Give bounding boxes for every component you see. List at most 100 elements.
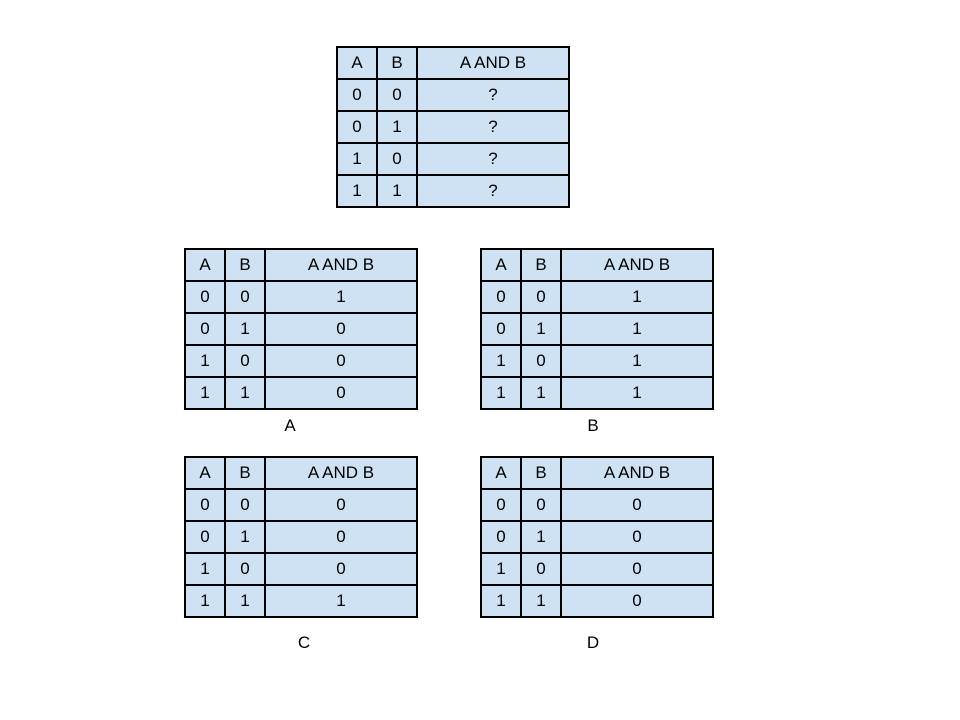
table-header-row: A B A AND B [480,456,714,490]
cell-b: 0 [224,344,266,378]
cell-result: ? [416,142,570,176]
option-c-label: C [297,633,311,652]
cell-b: 0 [224,280,266,314]
header-b: B [224,456,266,490]
cell-result: 0 [560,520,714,554]
cell-a: 0 [184,280,226,314]
header-b: B [224,248,266,282]
cell-result: 1 [560,344,714,378]
cell-a: 1 [480,376,522,410]
cell-a: 0 [336,110,378,144]
cell-b: 1 [224,520,266,554]
option-b-truth-table[interactable]: A B A AND B 0 0 1 0 1 1 1 0 1 1 1 1 [480,248,714,410]
cell-b: 0 [376,142,418,176]
header-b: B [520,248,562,282]
cell-result: 0 [264,344,418,378]
header-a-and-b: A AND B [416,46,570,80]
cell-b: 0 [520,280,562,314]
cell-result: 0 [264,312,418,346]
table-row: 1 0 0 [480,552,714,586]
cell-b: 1 [520,584,562,618]
table-row: 0 1 1 [480,312,714,346]
table-row: 0 1 0 [184,520,418,554]
option-a-label: A [284,416,296,435]
cell-b: 0 [224,552,266,586]
cell-a: 1 [184,344,226,378]
header-a: A [480,456,522,490]
option-c-truth-table[interactable]: A B A AND B 0 0 0 0 1 0 1 0 0 1 1 1 [184,456,418,618]
question-truth-table: A B A AND B 0 0 ? 0 1 ? 1 0 ? 1 1 ? [336,46,570,208]
cell-b: 0 [376,78,418,112]
cell-b: 1 [224,584,266,618]
option-b-label: B [587,416,599,435]
option-d-truth-table[interactable]: A B A AND B 0 0 0 0 1 0 1 0 0 1 1 0 [480,456,714,618]
cell-b: 0 [520,552,562,586]
cell-result: 0 [560,552,714,586]
header-a-and-b: A AND B [560,248,714,282]
option-a-truth-table[interactable]: A B A AND B 0 0 1 0 1 0 1 0 0 1 1 0 [184,248,418,410]
header-b: B [376,46,418,80]
option-d-label: D [586,633,600,652]
table-row: 0 0 1 [184,280,418,314]
table-row: 1 1 0 [184,376,418,410]
cell-a: 0 [480,280,522,314]
table-row: 1 0 0 [184,344,418,378]
cell-a: 1 [480,344,522,378]
table-header-row: A B A AND B [184,248,418,282]
cell-result: ? [416,78,570,112]
cell-result: 0 [560,584,714,618]
cell-a: 0 [336,78,378,112]
header-b: B [520,456,562,490]
header-a: A [184,456,226,490]
cell-b: 1 [376,110,418,144]
cell-a: 0 [480,520,522,554]
cell-a: 1 [480,552,522,586]
table-header-row: A B A AND B [336,46,570,80]
cell-b: 1 [224,376,266,410]
table-row: 1 1 1 [184,584,418,618]
cell-a: 1 [184,376,226,410]
cell-result: 0 [560,488,714,522]
cell-b: 0 [520,488,562,522]
cell-result: 1 [560,280,714,314]
table-row: 1 1 ? [336,174,570,208]
table-row: 1 0 1 [480,344,714,378]
cell-result: 0 [264,552,418,586]
cell-b: 0 [224,488,266,522]
table-row: 0 1 0 [480,520,714,554]
table-row: 0 0 0 [480,488,714,522]
cell-result: 1 [560,312,714,346]
table-row: 0 1 ? [336,110,570,144]
cell-result: 0 [264,488,418,522]
cell-a: 0 [184,520,226,554]
cell-result: 1 [560,376,714,410]
table-header-row: A B A AND B [184,456,418,490]
cell-a: 1 [184,552,226,586]
table-row: 1 1 0 [480,584,714,618]
cell-b: 1 [520,376,562,410]
cell-result: 0 [264,376,418,410]
header-a-and-b: A AND B [264,248,418,282]
header-a: A [184,248,226,282]
cell-a: 1 [184,584,226,618]
cell-b: 1 [520,312,562,346]
table-header-row: A B A AND B [480,248,714,282]
header-a: A [480,248,522,282]
cell-a: 0 [184,488,226,522]
cell-b: 0 [520,344,562,378]
cell-a: 0 [480,488,522,522]
cell-b: 1 [520,520,562,554]
cell-a: 0 [184,312,226,346]
table-row: 1 0 0 [184,552,418,586]
table-row: 0 0 0 [184,488,418,522]
cell-b: 1 [224,312,266,346]
table-row: 0 1 0 [184,312,418,346]
table-row: 0 0 ? [336,78,570,112]
header-a-and-b: A AND B [560,456,714,490]
cell-a: 1 [336,174,378,208]
table-row: 1 0 ? [336,142,570,176]
header-a: A [336,46,378,80]
cell-result: 1 [264,584,418,618]
table-row: 0 0 1 [480,280,714,314]
cell-b: 1 [376,174,418,208]
